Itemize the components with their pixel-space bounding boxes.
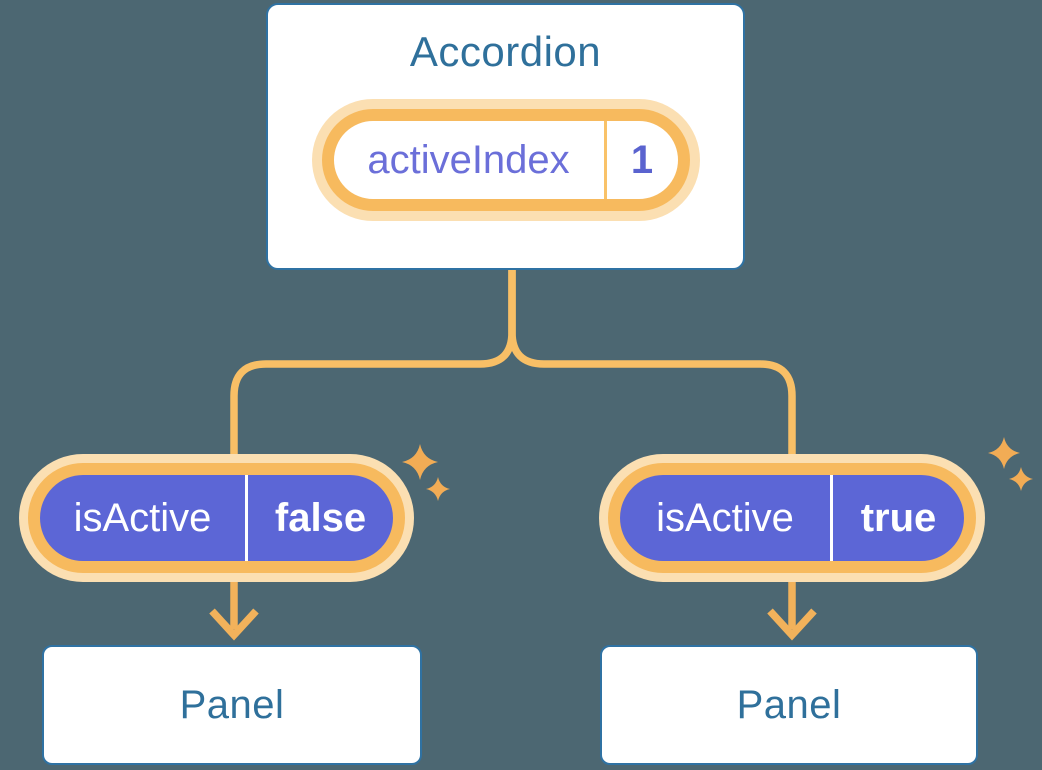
sparkle-icon: [988, 437, 1020, 469]
arrow-left-head-icon: [209, 608, 259, 641]
sparkle-icon: [426, 477, 450, 501]
prop-pill-value: true: [860, 495, 937, 540]
panel-card-left: Panel: [42, 645, 422, 765]
state-pill: activeIndex 1: [321, 109, 690, 212]
state-pill-divider: [603, 121, 607, 200]
panel-label: Panel: [736, 682, 842, 727]
accordion-title: Accordion: [409, 28, 602, 75]
prop-pill-name: isActive: [656, 495, 794, 540]
prop-pill-divider: [830, 475, 833, 561]
prop-pill-value: false: [274, 495, 367, 540]
accordion-component-card: Accordion activeIndex 1: [266, 3, 745, 270]
state-pill-value: 1: [630, 137, 654, 182]
prop-pill-left: isActive false: [28, 463, 405, 573]
sparkle-icon: [402, 444, 438, 480]
prop-pill-right: isActive true: [608, 463, 976, 573]
prop-pill-name: isActive: [73, 495, 212, 540]
panel-card-right: Panel: [600, 645, 978, 765]
sparkle-icon: [1009, 467, 1033, 491]
state-pill-name: activeIndex: [367, 137, 570, 182]
arrow-right-head-icon: [767, 608, 817, 641]
connector-right-branch: [508, 265, 796, 455]
prop-pill-divider: [245, 475, 248, 561]
panel-label: Panel: [179, 682, 285, 727]
connector-left-branch: [230, 265, 516, 455]
